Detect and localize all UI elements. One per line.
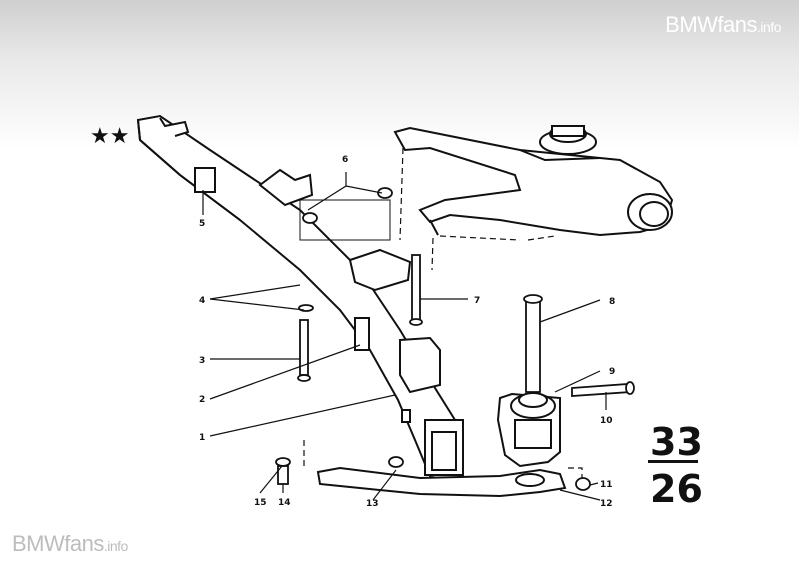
callout-14: 14: [278, 498, 291, 508]
page-ref-group: 33: [650, 420, 703, 464]
page-ref-divider: [648, 460, 698, 463]
watermark-bottom-suffix: .info: [103, 538, 128, 554]
washer-15: [275, 457, 291, 467]
callout-10: 10: [600, 416, 613, 426]
bushing-6b: [377, 187, 393, 199]
lower-crossmember: [316, 466, 567, 498]
watermark-top: BMWfans.info: [665, 12, 781, 38]
engine-mount: [496, 392, 561, 468]
bushing-6a: [302, 212, 318, 224]
fasteners: [275, 187, 635, 491]
bolt-8: [525, 299, 541, 393]
watermark-bottom-brand: BMWfans: [12, 531, 104, 556]
watermark-bottom: BMWfans.info: [12, 531, 128, 557]
callout-7: 7: [474, 296, 480, 306]
callout-12: 12: [600, 499, 613, 509]
rear-axle-carrier: [393, 125, 674, 237]
callout-4: 4: [199, 296, 205, 306]
guide-lines: [303, 147, 583, 485]
callout-1: 1: [199, 433, 205, 443]
callout-9: 9: [609, 367, 615, 377]
callout-8: 8: [609, 297, 615, 307]
callout-15: 15: [254, 498, 267, 508]
header-gradient: [0, 0, 799, 150]
callout-3: 3: [199, 356, 205, 366]
callout-5: 5: [199, 219, 205, 229]
stars-marker: ★★: [90, 124, 129, 149]
leader-lines: [202, 172, 607, 501]
watermark-suffix: .info: [757, 19, 781, 35]
watermark-brand: BMWfans: [665, 12, 758, 37]
bolt-7: [411, 254, 421, 321]
callout-2: 2: [199, 395, 205, 405]
nut-11: [575, 477, 591, 491]
nut-13: [388, 456, 404, 468]
callout-6: 6: [342, 155, 348, 165]
callout-11: 11: [600, 480, 613, 490]
bolt-10: [571, 383, 632, 397]
page-reference: 33 26: [648, 420, 703, 511]
page-ref-page: 26: [650, 467, 703, 511]
callout-13: 13: [366, 499, 379, 509]
